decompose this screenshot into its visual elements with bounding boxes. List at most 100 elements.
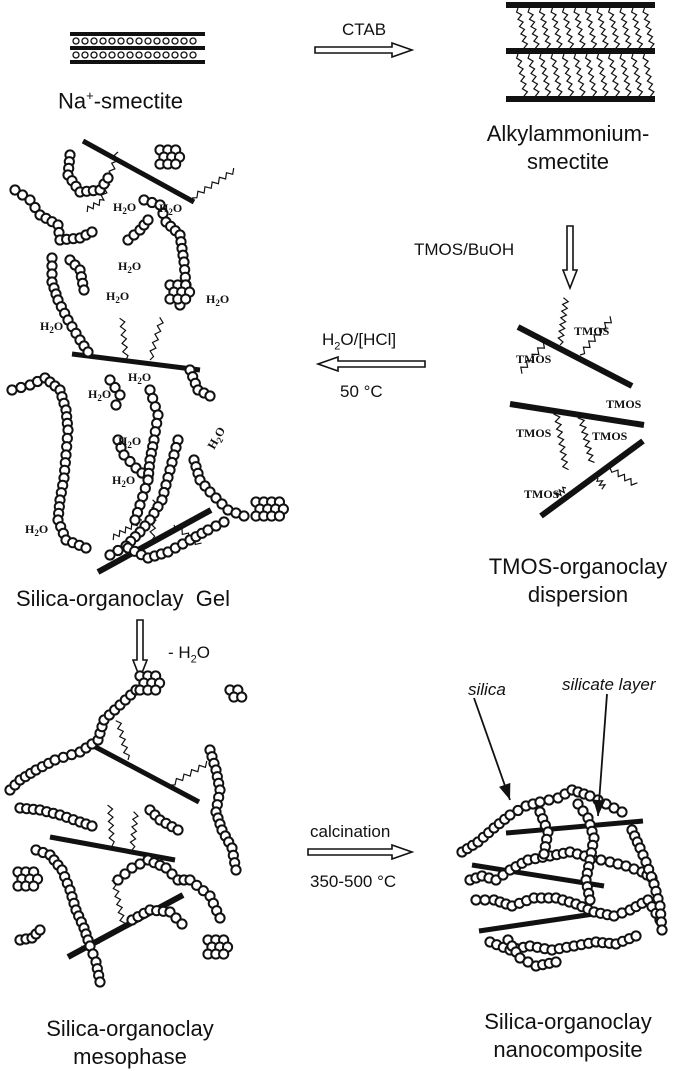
nano-line2: nanocomposite — [493, 1037, 643, 1062]
silica-bead — [595, 854, 607, 866]
alkyl-chain — [538, 53, 552, 97]
silica-bead — [512, 804, 524, 817]
alkyl-chain — [115, 720, 131, 761]
alkyl-chain — [630, 7, 644, 49]
silica-bead — [80, 542, 92, 554]
silica-bead — [176, 918, 188, 930]
sodium-ion — [144, 51, 152, 59]
pointer-line — [473, 697, 511, 801]
silica-bead — [470, 894, 482, 906]
silica-bead — [29, 201, 41, 214]
silica-bead — [479, 894, 491, 906]
label-tmos-organoclay: TMOS-organoclay dispersion — [478, 553, 678, 609]
pointer-head — [499, 782, 511, 800]
condition-hcl: H2O/[HCl] — [322, 330, 397, 353]
silica-bead — [218, 516, 230, 528]
sodium-ion — [135, 37, 143, 45]
silicate-layer — [478, 909, 608, 934]
sodium-ion — [99, 37, 107, 45]
silica-bead — [110, 399, 122, 411]
silica-bead — [24, 194, 36, 206]
silica-bead — [16, 189, 29, 201]
alkyl-chain — [642, 53, 655, 97]
alkyl-chain — [596, 477, 607, 490]
process-arrows — [131, 41, 579, 861]
alkylammonium-smectite-diagram — [506, 2, 655, 102]
alkyl-chain — [557, 297, 570, 346]
sodium-ion — [117, 37, 125, 45]
pointer-head — [593, 799, 606, 816]
alkyl-chain — [111, 879, 127, 929]
silica-bead — [236, 691, 248, 703]
sodium-ion — [72, 51, 80, 59]
alkyl-chain — [561, 7, 575, 49]
silica-bead — [28, 880, 40, 892]
alkyl-chain — [607, 7, 621, 49]
silica-bead — [78, 284, 90, 296]
silicate-layer — [516, 324, 634, 389]
silica-bead — [238, 510, 250, 522]
sodium-ion — [153, 51, 161, 59]
silica-bead — [102, 172, 114, 184]
meso-line2: mesophase — [73, 1044, 187, 1069]
silica-bead — [129, 514, 141, 526]
alkyl-chain — [86, 198, 105, 213]
sodium-ion — [99, 51, 107, 59]
label-mesophase: Silica-organoclay mesophase — [30, 1015, 230, 1071]
alkyl-line2: smectite — [527, 149, 609, 174]
chem-label: H2O — [106, 289, 129, 305]
chem-label: H2O — [118, 259, 141, 275]
alkyl-chain — [584, 53, 598, 97]
tmos-line1: TMOS-organoclay — [488, 554, 668, 579]
alkyl-chain — [550, 53, 563, 97]
silica-bead — [504, 809, 516, 821]
silicate-layer — [71, 351, 201, 373]
silica-bead — [550, 956, 562, 968]
silica-bead — [180, 293, 192, 305]
silica-bead — [119, 868, 131, 880]
silica-bead — [214, 912, 226, 924]
alkyl-chain — [630, 53, 644, 97]
silica-bead — [9, 184, 21, 196]
silica-bead — [543, 794, 555, 806]
alkyl-chain — [573, 7, 586, 49]
alkyl-chain — [107, 804, 115, 847]
alkyl-chain — [553, 409, 569, 471]
chem-label: H2O — [128, 370, 151, 386]
silicate-layer — [86, 740, 201, 805]
chem-label: TMOS — [592, 429, 628, 443]
sodium-ion — [171, 51, 179, 59]
chem-label: TMOS — [574, 324, 610, 338]
silica-bead — [142, 214, 154, 226]
sodium-ion — [144, 37, 152, 45]
silica-bead — [170, 158, 182, 170]
silica-bead — [230, 864, 242, 876]
chem-label: H2O — [88, 387, 111, 403]
alkyl-chain — [619, 53, 632, 97]
alkyl-chain — [149, 316, 164, 361]
sodium-ion — [180, 37, 188, 45]
silica-bead — [112, 544, 124, 557]
na-suffix: -smectite — [93, 88, 183, 114]
alkyl-chain — [579, 316, 613, 356]
process-arrow — [131, 619, 149, 681]
silica-bead — [656, 924, 668, 936]
sodium-ion — [126, 51, 134, 59]
alkyl-chain — [191, 167, 235, 199]
chem-label: H2O — [159, 201, 182, 217]
silica-bead — [6, 384, 18, 396]
sodium-ion — [108, 37, 116, 45]
mesophase-diagram — [4, 670, 248, 988]
condition-temp-range: 350-500 °C — [310, 872, 397, 891]
alkyl-chain — [527, 53, 540, 97]
nano-line1: Silica-organoclay — [484, 1009, 652, 1034]
silica-bead — [34, 924, 46, 936]
condition-ctab: CTAB — [342, 20, 387, 39]
process-arrow — [314, 41, 415, 59]
alkyl-chain — [555, 486, 567, 499]
nanocomposite-diagram — [456, 693, 668, 972]
sodium-ion — [180, 51, 188, 59]
alkyl-chain — [607, 53, 621, 97]
